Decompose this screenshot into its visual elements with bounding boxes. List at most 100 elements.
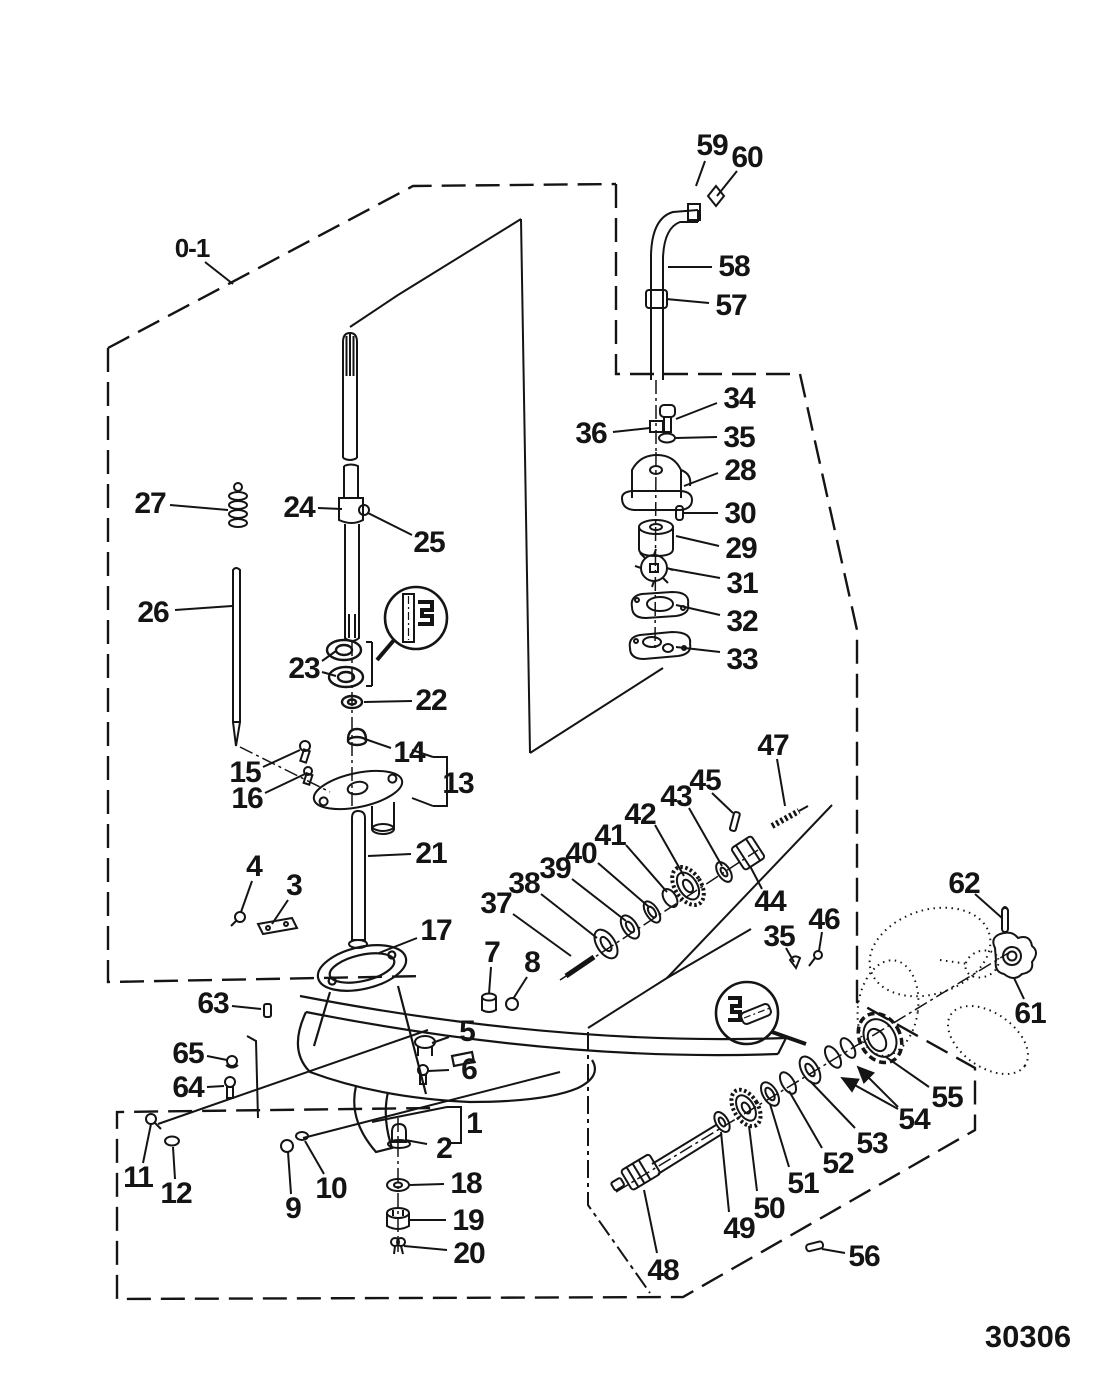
seal-detail-inset	[375, 585, 449, 662]
callout-label-28-7: 28	[724, 454, 756, 487]
callout-leader-55	[885, 1056, 930, 1088]
callout-label-32-11: 32	[726, 605, 758, 638]
callout-leader-10	[304, 1140, 325, 1175]
washer-12	[164, 1135, 180, 1147]
callout-leader-42	[654, 824, 685, 877]
callout-leader-48	[643, 1189, 658, 1254]
water-tube	[645, 184, 726, 380]
callout-label-15-21: 15	[229, 756, 261, 789]
callout-label-35-53: 35	[763, 920, 795, 953]
face-plate-33	[628, 630, 692, 661]
view-reference-label: 0-1	[175, 233, 210, 263]
callout-leader-8	[512, 976, 528, 1000]
callout-label-22-18: 22	[415, 684, 447, 717]
callout-label-65-28: 65	[172, 1037, 204, 1070]
water-tube-21	[348, 809, 368, 949]
callout-leader-39	[571, 878, 627, 922]
callout-leader-51	[769, 1103, 790, 1168]
callout-label-18-36: 18	[450, 1167, 482, 1200]
callout-label-12-40: 12	[160, 1177, 192, 1210]
callout-leader-35	[785, 947, 795, 963]
prop-shaft-assembly	[610, 1011, 904, 1253]
callout-label-57-3: 57	[715, 289, 747, 322]
callout-label-11-39: 11	[123, 1161, 153, 1194]
callout-label-1-34: 1	[466, 1107, 482, 1140]
callout-leader-25	[367, 512, 413, 536]
ring-54b	[839, 1037, 857, 1059]
callout-leader-17	[378, 937, 418, 954]
view-reference-leader	[204, 261, 234, 285]
group-brackets	[366, 641, 462, 1144]
callout-label-54-58: 54	[898, 1103, 931, 1136]
callout-label-30-8: 30	[724, 497, 756, 530]
callout-leader-60	[716, 170, 738, 197]
callout-label-36-5: 36	[575, 417, 607, 450]
callout-label-55-57: 55	[931, 1081, 963, 1114]
callout-leader-54	[840, 1077, 899, 1110]
callout-label-24-14: 24	[283, 491, 316, 524]
callout-leader-61	[1013, 977, 1025, 1000]
callout-label-16-22: 16	[231, 782, 263, 815]
callout-leader-2	[404, 1139, 428, 1145]
bolt-34-head	[659, 404, 676, 418]
centerline-boundary	[587, 1032, 651, 1294]
washer-22	[340, 694, 364, 710]
callout-label-37-43: 37	[480, 887, 512, 920]
reverse-gear-50	[729, 1087, 763, 1129]
callout-label-64-29: 64	[172, 1071, 205, 1104]
callout-label-42-48: 42	[624, 798, 656, 831]
prop-nut-61	[992, 931, 1037, 979]
callout-leader-34	[675, 402, 718, 420]
callout-label-47-51: 47	[757, 729, 789, 762]
screw-4	[234, 911, 246, 923]
callout-label-13-20: 13	[442, 767, 474, 800]
screw-16	[303, 766, 313, 776]
callout-label-52-60: 52	[822, 1147, 854, 1180]
bearing-38	[593, 928, 619, 960]
forward-gear-42	[670, 865, 706, 907]
clutch-dog-44	[731, 835, 765, 871]
callout-label-53-59: 53	[856, 1127, 888, 1160]
gasket-32	[630, 590, 690, 620]
dowel-pin-56	[805, 1240, 825, 1253]
bushing-7	[481, 992, 497, 1013]
callout-leader-15	[262, 749, 301, 768]
callout-leader-14	[364, 738, 392, 749]
propeller-phantom-outline	[856, 906, 1029, 1075]
bolt-34-shank	[663, 416, 672, 433]
callout-leader-7	[488, 966, 492, 995]
clutch-detail-inset	[714, 980, 807, 1046]
callout-label-10-42: 10	[315, 1172, 347, 1205]
pin-63	[263, 1003, 272, 1018]
water-pump-assembly	[620, 404, 694, 661]
callout-leader-22	[363, 700, 413, 703]
oil-seal-lower	[327, 665, 365, 689]
callout-leader-64	[206, 1085, 225, 1088]
drawing-number: 30306	[985, 1319, 1071, 1354]
callout-leader-20	[403, 1245, 448, 1251]
cotter-pin-62	[1001, 906, 1009, 933]
callout-label-44-52: 44	[754, 885, 787, 918]
callout-label-43-49: 43	[660, 780, 692, 813]
callout-label-4-24: 4	[246, 850, 263, 883]
callout-leader-29	[675, 535, 720, 547]
bearing-51	[760, 1081, 780, 1107]
callout-label-45-50: 45	[689, 764, 721, 797]
callout-label-29-9: 29	[725, 532, 757, 565]
tube-clamp-59	[687, 203, 701, 221]
clip-25	[358, 504, 370, 516]
clamp-36	[649, 420, 664, 433]
outer-boundary-dashes	[106, 182, 977, 1301]
callout-label-27-13: 27	[134, 487, 166, 520]
spring-47	[770, 805, 809, 829]
housing-fasteners	[145, 911, 519, 1153]
mount-stud-column	[386, 1122, 411, 1255]
callout-leader-12	[172, 1146, 176, 1180]
grommet-5	[414, 1035, 436, 1056]
callout-leader-47	[776, 758, 786, 807]
ring-52	[778, 1071, 798, 1095]
callout-leader-63	[231, 1005, 262, 1010]
shift-rod-26	[232, 567, 241, 747]
spring-27	[228, 482, 248, 528]
